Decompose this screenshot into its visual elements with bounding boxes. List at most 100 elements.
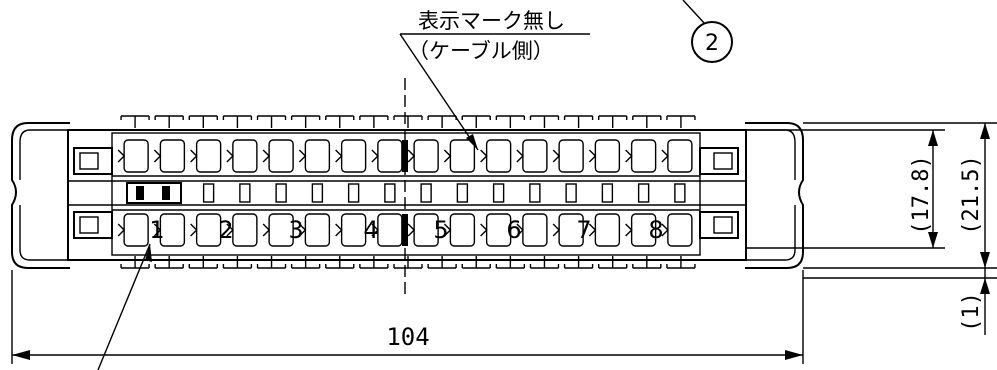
bottom-teeth — [120, 256, 696, 269]
marking-note-line1: 表示マーク無し — [418, 9, 565, 33]
upper-contact — [340, 139, 367, 173]
pair-number-5: 5 — [433, 216, 448, 244]
upper-contact — [377, 139, 403, 173]
length-arrow-left — [12, 350, 30, 360]
upper-contact-spring — [335, 149, 343, 163]
upper-contact — [522, 139, 548, 173]
bottom-tooth — [461, 256, 491, 269]
right-end-lower — [699, 211, 739, 239]
lower-contact-spring — [190, 223, 198, 237]
length-dim-value: 104 — [386, 323, 429, 351]
top-tooth — [598, 115, 628, 128]
part-number-text: 2 — [705, 31, 719, 56]
lower-contact — [304, 213, 331, 247]
upper-contact-spring — [371, 149, 379, 163]
lower-contact-spring — [371, 223, 379, 237]
middle-clip — [311, 183, 324, 203]
lower-contact-spring — [117, 223, 126, 237]
top-tooth — [154, 115, 184, 128]
bottom-tooth — [222, 256, 253, 269]
upper-contact-spring — [516, 149, 524, 163]
upper-contact — [159, 139, 186, 173]
dim-outer-value: (21.5) — [959, 155, 984, 234]
middle-clip — [601, 183, 614, 203]
lower-contact — [340, 213, 367, 247]
middle-clip — [456, 183, 469, 203]
upper-contact — [449, 139, 476, 173]
middle-clip — [420, 183, 432, 203]
marking-note: 表示マーク無し （ケーブル側） — [399, 9, 590, 151]
lower-contact-spring — [552, 223, 561, 237]
middle-clip — [239, 183, 251, 203]
upper-contact — [268, 139, 294, 173]
top-tooth — [461, 115, 491, 128]
pair-number-6: 6 — [506, 216, 521, 244]
pair-number-7: 7 — [576, 216, 591, 244]
upper-contact-row — [117, 139, 693, 173]
lower-contact — [377, 213, 403, 247]
left-bracket — [11, 122, 70, 269]
top-tooth — [563, 115, 594, 128]
upper-contact — [594, 139, 621, 173]
top-tooth — [325, 115, 355, 128]
bottom-tooth — [325, 256, 355, 269]
top-tooth — [427, 115, 457, 128]
middle-clip — [637, 183, 650, 203]
middle-clip — [674, 183, 686, 203]
bottom-tooth — [290, 256, 321, 269]
lower-contact — [667, 213, 693, 247]
dim-inner-arrow-top — [928, 130, 938, 146]
lower-contact-row — [117, 213, 693, 247]
lower-contact-spring — [407, 223, 416, 237]
top-teeth — [120, 115, 696, 128]
top-tooth — [290, 115, 321, 128]
upper-contact — [304, 139, 331, 173]
upper-contact — [485, 139, 512, 173]
lower-contact-spring — [516, 223, 524, 237]
pair-number-8: 8 — [648, 216, 663, 244]
right-end-upper — [699, 147, 739, 175]
middle-clip — [347, 183, 360, 203]
pair-number-1: 1 — [149, 216, 164, 244]
upper-contact-spring — [552, 149, 561, 163]
length-dimension: 104 — [11, 270, 804, 364]
marking-note-line2: （ケーブル側） — [408, 39, 554, 63]
upper-contact — [413, 139, 439, 173]
upper-contact-spring — [117, 149, 126, 163]
pair-number-4: 4 — [363, 216, 378, 244]
left-bracket-inner — [19, 129, 70, 261]
top-tooth — [359, 115, 389, 128]
dim-inner-arrow-bottom — [928, 232, 938, 248]
center-divider-lower — [402, 214, 408, 246]
lower-contact — [123, 213, 149, 247]
bottom-tooth — [563, 256, 594, 269]
left-end-lower — [73, 211, 113, 239]
top-tooth — [120, 115, 150, 128]
dim-inner-value: (17.8) — [909, 155, 934, 234]
upper-contact — [123, 139, 149, 173]
bottom-tooth — [120, 256, 150, 269]
bottom-tooth — [598, 256, 628, 269]
upper-contact-spring — [262, 149, 271, 163]
bottom-tooth — [256, 256, 287, 269]
test-plug — [126, 182, 182, 204]
top-tooth — [393, 115, 423, 128]
upper-contact — [667, 139, 693, 173]
housing-inner — [111, 132, 701, 256]
dim-outer-arrow-top — [980, 123, 990, 139]
lower-contact-spring — [226, 223, 234, 237]
connector-body: 1 2 3 4 5 6 7 8 — [11, 78, 804, 370]
lower-contact — [195, 213, 222, 247]
right-bracket-inner — [745, 129, 796, 261]
bottom-tooth — [393, 256, 423, 269]
middle-clip — [275, 183, 287, 203]
upper-contact-spring — [625, 149, 633, 163]
upper-contact-spring — [443, 149, 452, 163]
upper-contact-spring — [298, 149, 307, 163]
part-number-leader — [682, 0, 706, 25]
right-bracket — [745, 122, 804, 269]
length-arrow-right — [785, 350, 803, 360]
dim-outer-arrow-bottom — [980, 252, 990, 268]
housing-outer — [67, 129, 747, 261]
